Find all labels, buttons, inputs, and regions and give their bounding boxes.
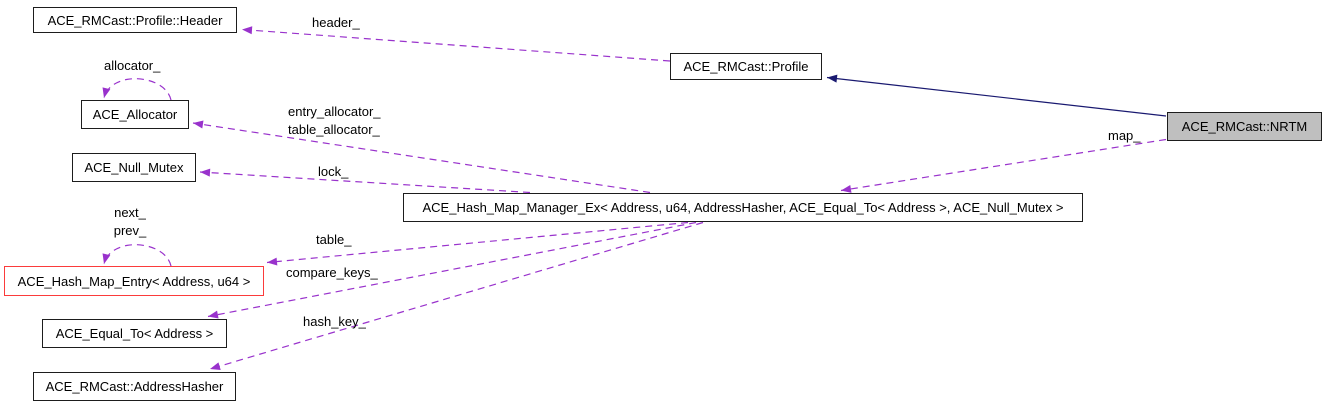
edge-hash-key — [209, 221, 704, 370]
edge-label-hash-key: hash_key_ — [303, 314, 366, 329]
edge-label-header: header_ — [312, 15, 360, 30]
edge-label-table-allocator-line: table_allocator_ — [288, 122, 380, 137]
node-ace-hash-map-entry: ACE_Hash_Map_Entry< Address, u64 > — [4, 266, 264, 296]
edge-inheritance-nrtm-profile — [826, 74, 1167, 117]
node-ace-rmcast-profile[interactable]: ACE_RMCast::Profile — [670, 53, 822, 80]
edge-label-prev-line: prev_ — [113, 223, 147, 238]
edge-lock — [199, 168, 531, 194]
node-ace-rmcast-address-hasher[interactable]: ACE_RMCast::AddressHasher — [33, 372, 236, 401]
node-ace-hash-map-manager-ex[interactable]: ACE_Hash_Map_Manager_Ex< Address, u64, A… — [403, 193, 1083, 222]
edge-label-lock: lock_ — [318, 164, 349, 179]
edge-label-table: table_ — [316, 232, 352, 247]
edge-entry-table-allocator — [192, 120, 651, 194]
node-ace-rmcast-profile-header[interactable]: ACE_RMCast::Profile::Header — [33, 7, 237, 33]
edge-label-entry-table-allocator: entry_allocator_ table_allocator_ — [288, 103, 381, 139]
edge-label-next-prev: next_ prev_ — [100, 204, 160, 240]
node-ace-allocator[interactable]: ACE_Allocator — [81, 100, 189, 129]
node-ace-equal-to[interactable]: ACE_Equal_To< Address > — [42, 319, 227, 348]
edge-label-map: map_ — [1108, 128, 1141, 143]
node-ace-null-mutex[interactable]: ACE_Null_Mutex — [72, 153, 196, 182]
edge-table — [266, 221, 689, 266]
edge-label-compare-keys: compare_keys_ — [286, 265, 378, 280]
edge-header — [241, 26, 671, 62]
edge-allocator-self-loop — [102, 78, 172, 101]
edge-map — [840, 138, 1167, 193]
edge-label-entry-allocator-line: entry_allocator_ — [288, 104, 381, 119]
node-ace-rmcast-nrtm: ACE_RMCast::NRTM — [1167, 112, 1322, 141]
edge-label-next-line: next_ — [114, 205, 146, 220]
edge-label-allocator: allocator_ — [104, 58, 161, 73]
edge-next-prev-self-loop — [102, 244, 172, 267]
edge-compare-keys — [207, 221, 697, 319]
